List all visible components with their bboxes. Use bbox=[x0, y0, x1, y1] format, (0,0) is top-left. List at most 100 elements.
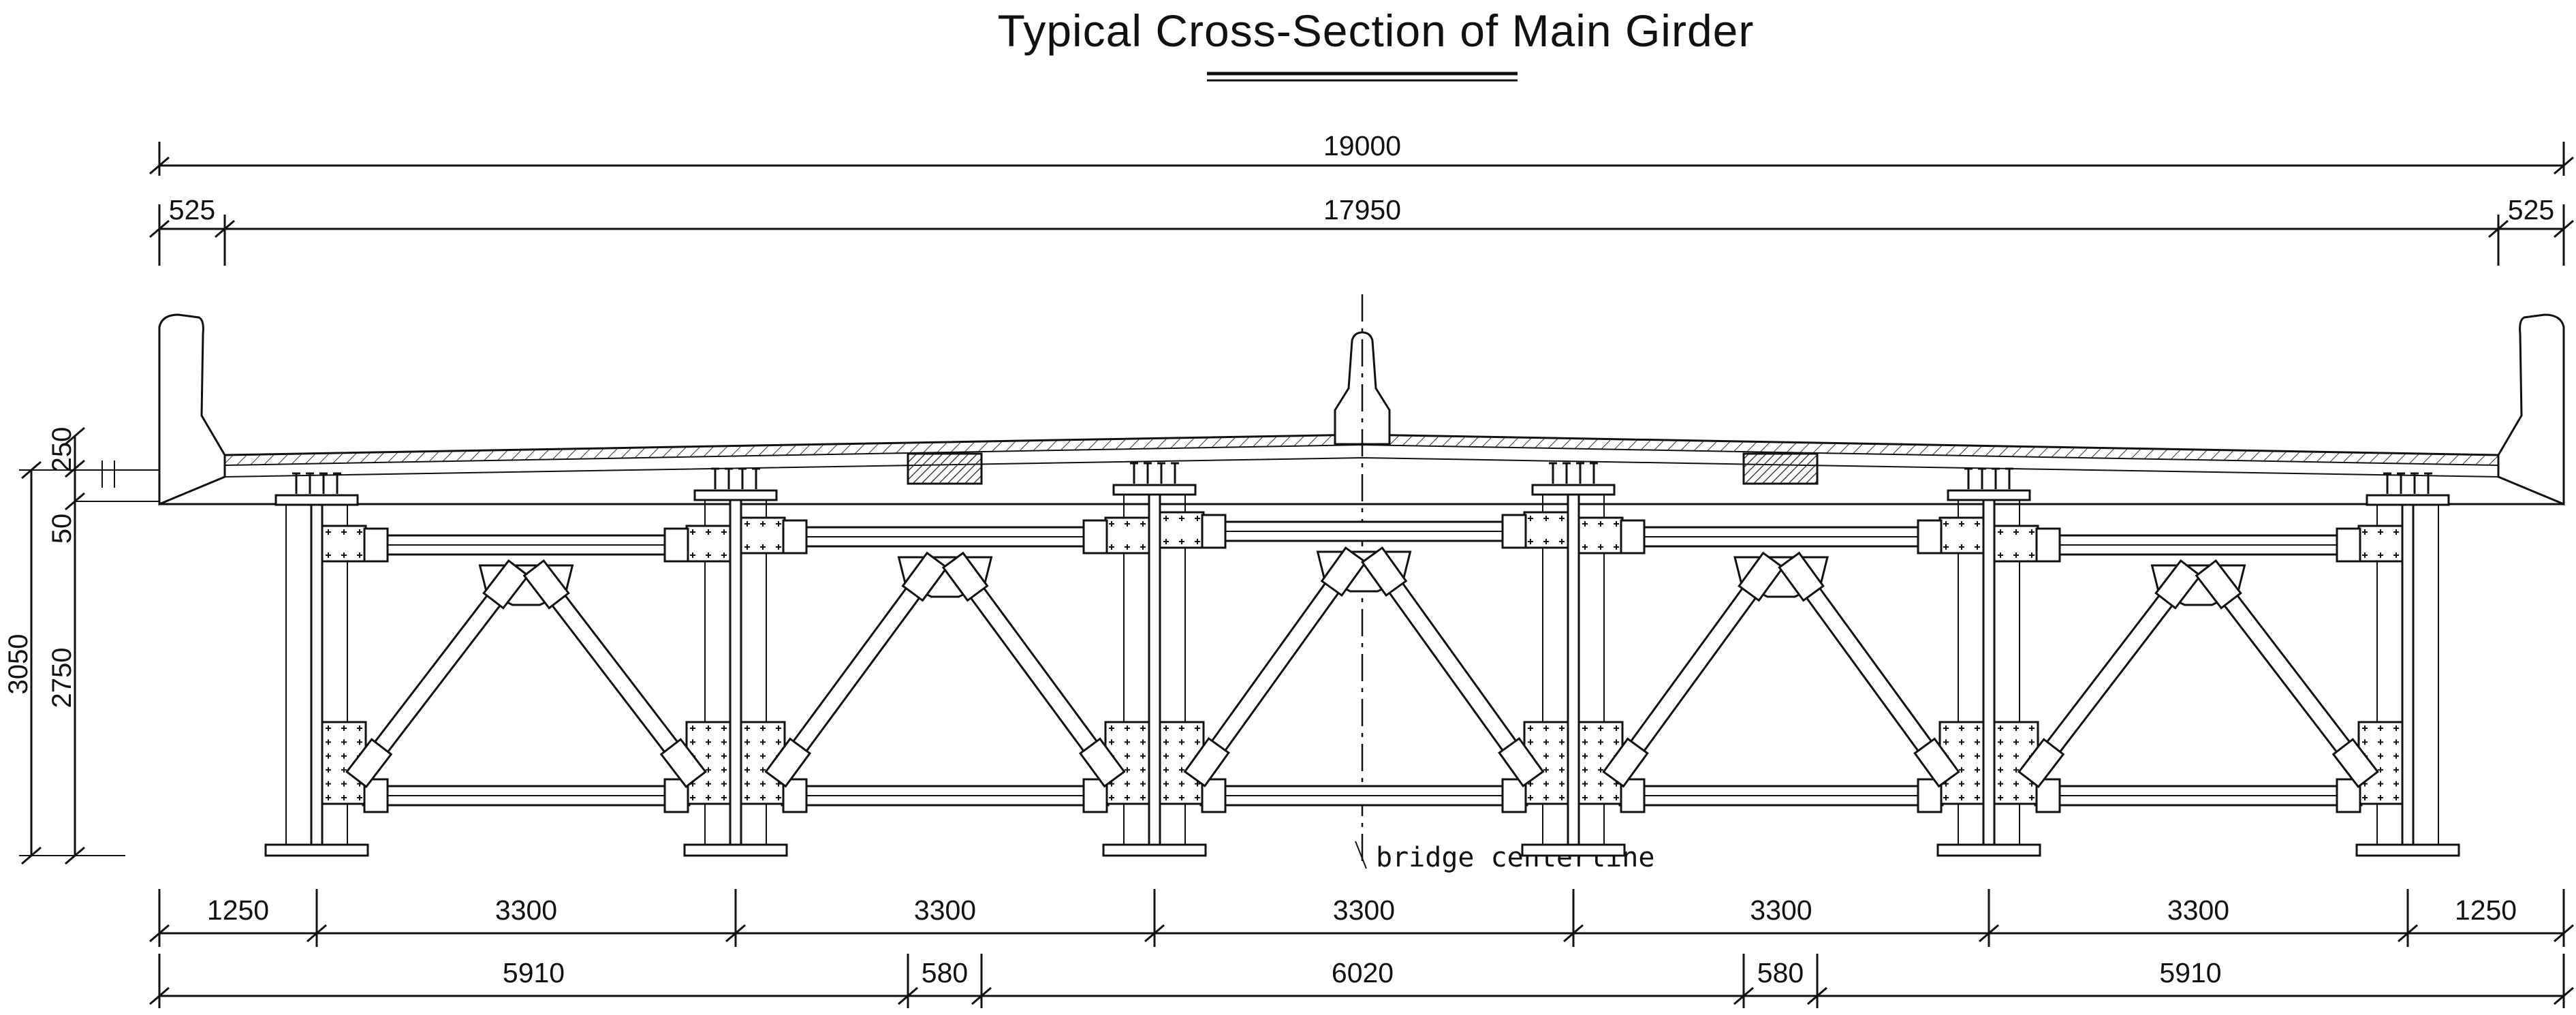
brace-end-plate bbox=[1778, 551, 1825, 602]
dim-tick bbox=[1733, 986, 1754, 1005]
brace-end-plate bbox=[1078, 737, 1126, 788]
dim-side-left-text: 525 bbox=[169, 194, 215, 225]
girder-2 bbox=[683, 467, 788, 857]
gusset-outline bbox=[2357, 721, 2404, 805]
dim-tick bbox=[149, 924, 170, 943]
dim-deck-zone-text: 580 bbox=[1757, 957, 1804, 988]
girder-web bbox=[729, 499, 742, 846]
brace-end-plate bbox=[1913, 737, 1960, 788]
cross-frame-1 bbox=[321, 525, 732, 813]
dim-tick bbox=[2398, 924, 2418, 943]
dim-girder-height-text: 2750 bbox=[47, 648, 77, 708]
brace-end-plate bbox=[2195, 559, 2242, 610]
dim-tick bbox=[1979, 924, 1999, 943]
strut-bracket bbox=[2035, 527, 2061, 563]
dim-girder-spacing-text: 3300 bbox=[495, 894, 557, 926]
brace-end-plate bbox=[1360, 546, 1408, 597]
girder-bottom-flange bbox=[1521, 843, 1626, 857]
cross-frame-5 bbox=[1993, 525, 2404, 813]
brace-end-plate bbox=[659, 738, 707, 788]
girder-top-flange bbox=[1112, 484, 1197, 496]
dim-girder-spacing-text: 3300 bbox=[2167, 894, 2229, 926]
girder-web bbox=[2401, 503, 2415, 846]
dim-girder-spacing-text: 1250 bbox=[2455, 894, 2517, 926]
dim-tick bbox=[2554, 924, 2574, 943]
dim-left-vertical: 250 50 3050 2750 bbox=[3, 427, 159, 865]
parapet-left bbox=[158, 313, 226, 506]
brace-end-plate bbox=[1183, 736, 1230, 787]
dim-deck-zone-text: 580 bbox=[922, 957, 968, 988]
brace-end-plate bbox=[1738, 551, 1785, 602]
dim-deck-zone-text: 5910 bbox=[2159, 957, 2221, 988]
strut-bracket bbox=[1201, 514, 1227, 549]
girder-web bbox=[1567, 493, 1580, 846]
strut-bracket bbox=[1620, 519, 1646, 555]
brace-end-plate bbox=[764, 737, 812, 788]
dim-tick bbox=[1807, 986, 1827, 1005]
gusset-plate bbox=[1577, 721, 1624, 805]
brace-end-plate bbox=[1602, 737, 1649, 788]
brace-end-plate bbox=[941, 551, 989, 602]
brace-end-plate bbox=[1320, 546, 1368, 597]
girder-bottom-flange bbox=[1936, 843, 2041, 857]
dim-girder-spacing-text: 3300 bbox=[1333, 894, 1395, 926]
strut-bracket bbox=[1501, 514, 1527, 549]
gusset-plate bbox=[1104, 516, 1150, 555]
dim-side-right-text: 525 bbox=[2508, 194, 2554, 225]
dim-tick bbox=[2554, 986, 2574, 1005]
brace-end-plate bbox=[482, 559, 530, 610]
dim-tick bbox=[898, 986, 918, 1005]
dim-girder-spacing-text: 3300 bbox=[1750, 894, 1812, 926]
gusset-plate bbox=[685, 525, 732, 563]
girder-5 bbox=[1936, 467, 2041, 857]
brace-end-plate bbox=[345, 738, 393, 788]
brace-end-plate bbox=[2017, 738, 2065, 788]
girder-top-flange bbox=[274, 494, 359, 506]
brace-end-plate bbox=[1498, 736, 1545, 787]
brace-end-plate bbox=[2154, 559, 2202, 610]
strut-bracket bbox=[663, 527, 689, 563]
dim-tick bbox=[725, 924, 746, 943]
gusset-outline bbox=[321, 721, 367, 805]
strut-bracket bbox=[363, 527, 389, 563]
gusset-plate bbox=[1577, 516, 1624, 555]
dim-deck-thickness-text: 250 bbox=[47, 427, 77, 473]
girder-bottom-flange bbox=[2355, 843, 2460, 857]
dim-tick bbox=[1563, 924, 1584, 943]
dim-tick bbox=[149, 986, 170, 1005]
girder-bottom-flange bbox=[1102, 843, 1207, 857]
dim-tick bbox=[307, 924, 327, 943]
dim-overall-width-text: 19000 bbox=[1323, 130, 1401, 161]
gusset-plate bbox=[1993, 525, 2039, 563]
strut-bracket bbox=[1917, 519, 1943, 555]
brace-end-plate bbox=[901, 551, 949, 602]
cross-frame-3 bbox=[1159, 511, 1569, 813]
brace-end-plate bbox=[2331, 738, 2379, 788]
girder-bottom-flange bbox=[264, 843, 369, 857]
gusset-plate bbox=[740, 516, 786, 555]
dim-girder-spacing-text: 1250 bbox=[207, 894, 269, 926]
drawing-title: Typical Cross-Section of Main Girder bbox=[998, 5, 1755, 56]
girder-web bbox=[1982, 499, 1996, 846]
girder-web bbox=[1148, 493, 1161, 846]
dim-deck-zone-text: 5910 bbox=[503, 957, 565, 988]
parapet-right bbox=[2497, 313, 2565, 506]
gusset-plate bbox=[321, 525, 367, 563]
gusset-outline bbox=[1577, 721, 1624, 805]
dim-inner-width-text: 17950 bbox=[1323, 194, 1401, 225]
dim-tick bbox=[1144, 924, 1165, 943]
gusset-plate bbox=[2357, 721, 2404, 805]
girder-bottom-flange bbox=[683, 843, 788, 857]
cross-frame-4 bbox=[1577, 516, 1985, 813]
girder-top-flange bbox=[1947, 489, 2031, 501]
gusset-plate bbox=[1159, 511, 1205, 549]
dim-haunch-text: 50 bbox=[47, 514, 77, 544]
girder-system bbox=[264, 462, 2460, 857]
dim-total-height-text: 3050 bbox=[3, 634, 33, 695]
strut-bracket bbox=[1082, 519, 1108, 555]
dim-girder-spacing-text: 3300 bbox=[914, 894, 976, 926]
strut-bracket bbox=[2336, 527, 2361, 563]
gusset-plate bbox=[1938, 516, 1985, 555]
dim-inner-row: 525 17950 525 bbox=[149, 194, 2574, 266]
